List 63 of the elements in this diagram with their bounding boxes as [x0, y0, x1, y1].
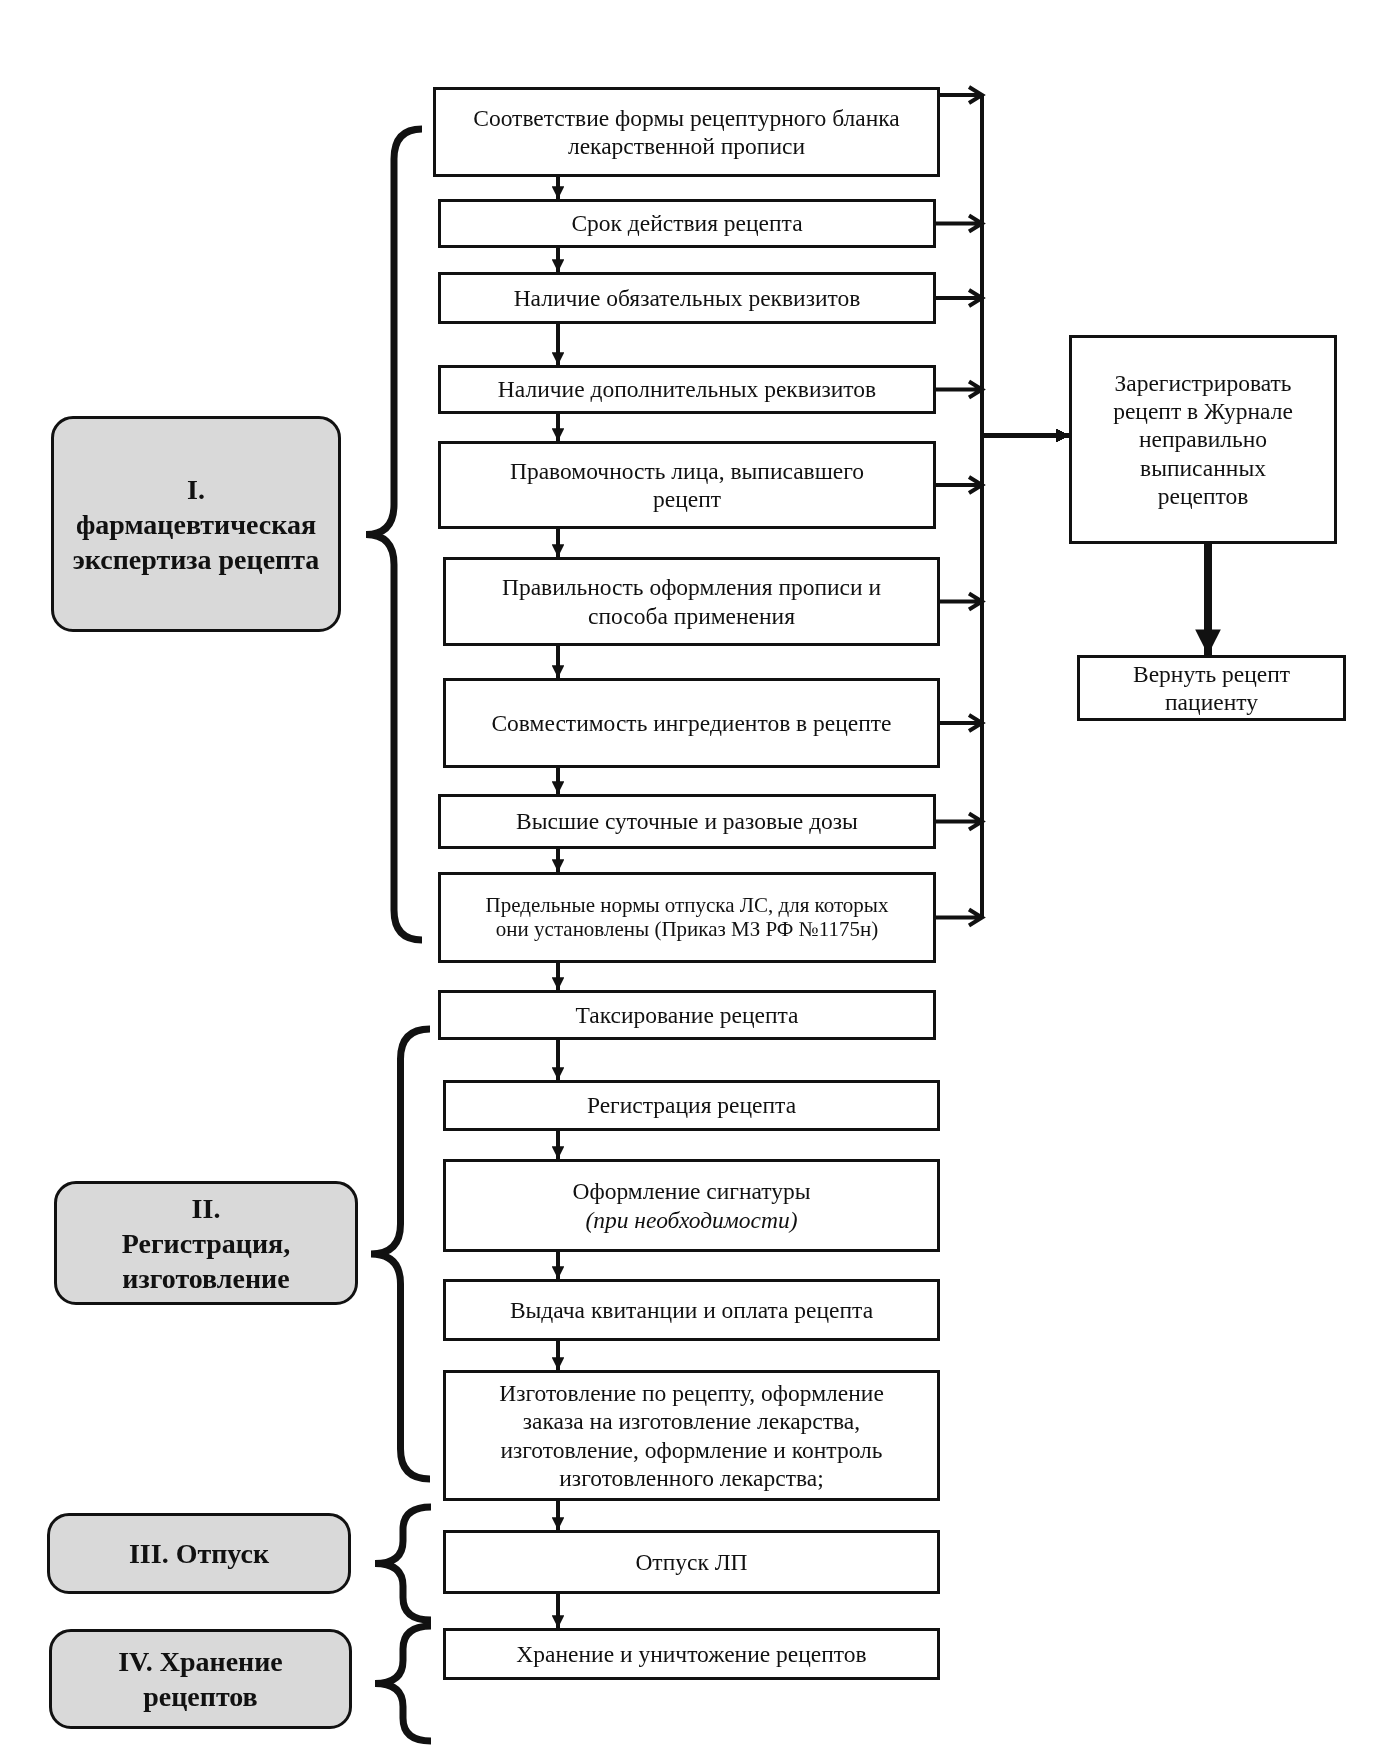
step-text: Отпуск ЛП	[635, 1547, 748, 1577]
arrow	[1195, 544, 1221, 655]
step-text: Регистрация рецепта	[586, 1091, 797, 1120]
arrow	[551, 248, 565, 272]
arrow	[551, 414, 565, 441]
step-text: Изготовление по рецепту, оформление заказа на изготовление лекарства, изготовление, оформление и контроль изготовленного лекарства;	[498, 1379, 885, 1492]
stage-box	[51, 416, 341, 632]
process-box	[438, 794, 936, 849]
step-text: Правильность оформления прописи и способа применения	[500, 573, 883, 630]
stage-number: II.	[191, 1191, 221, 1226]
arrow	[551, 1131, 565, 1159]
arrow	[551, 1594, 565, 1628]
arrow	[551, 1040, 565, 1080]
stage-number: I.	[187, 472, 205, 507]
step-text: Наличие дополнительных реквизитов	[497, 375, 877, 404]
process-box	[443, 1080, 940, 1131]
arrow	[551, 177, 565, 199]
step-text: Выдача квитанции и оплата рецепта	[509, 1295, 874, 1325]
process-box	[1077, 655, 1346, 721]
process-box	[443, 1628, 940, 1680]
process-box	[438, 441, 936, 529]
step-text: Оформление сигнатуры	[572, 1177, 811, 1206]
process-box	[443, 1530, 940, 1594]
step-text: Зарегистрировать рецепт в Журнале неправильно выписанных рецептов	[1112, 369, 1294, 510]
stage-title: фармацевтическая экспертиза рецепта	[71, 507, 321, 577]
stage-title: III. Отпуск	[128, 1537, 270, 1571]
process-box	[443, 1370, 940, 1501]
stage-box	[47, 1513, 351, 1594]
arrow	[551, 529, 565, 557]
process-box	[443, 678, 940, 768]
stage-box	[49, 1629, 352, 1729]
process-box	[438, 990, 936, 1040]
arrow	[551, 1341, 565, 1370]
stage-title: IV. Хранение рецептов	[117, 1645, 284, 1714]
step-text: Наличие обязательных реквизитов	[513, 283, 861, 313]
process-box	[443, 1279, 940, 1341]
stage-box	[54, 1181, 358, 1305]
step-text: Правомочность лица, выписавшего рецепт	[508, 456, 866, 514]
step-text: Хранение и уничтожение рецептов	[516, 1639, 867, 1669]
step-text: Высшие суточные и разовые дозы	[516, 807, 858, 836]
arrow	[551, 963, 565, 990]
step-text: Таксирование рецепта	[575, 1000, 799, 1030]
arrow	[551, 1252, 565, 1279]
process-box	[438, 272, 936, 324]
step-text: Срок действия рецепта	[571, 209, 803, 238]
step-text: Совместимость ингредиентов в рецепте	[491, 708, 892, 738]
process-box	[443, 557, 940, 646]
arrow	[551, 768, 565, 794]
process-box	[443, 1159, 940, 1252]
process-box	[1069, 335, 1337, 544]
arrow	[551, 1501, 565, 1530]
step-text: Соответствие формы рецептурного бланка лекарственной прописи	[472, 103, 901, 161]
step-text: Вернуть рецепт пациенту	[1131, 659, 1292, 717]
process-box	[438, 365, 936, 414]
process-box	[433, 87, 940, 177]
stage-title: Регистрация, изготовление	[120, 1226, 292, 1296]
arrow	[551, 646, 565, 678]
arrow	[551, 849, 565, 872]
arrow	[551, 324, 565, 365]
process-box	[438, 199, 936, 248]
note-text: (при необходимости)	[585, 1205, 798, 1234]
process-box	[438, 872, 936, 963]
step-text: Предельные нормы отпуска ЛС, для которых они установлены (Приказ МЗ РФ №1175н)	[484, 894, 890, 941]
